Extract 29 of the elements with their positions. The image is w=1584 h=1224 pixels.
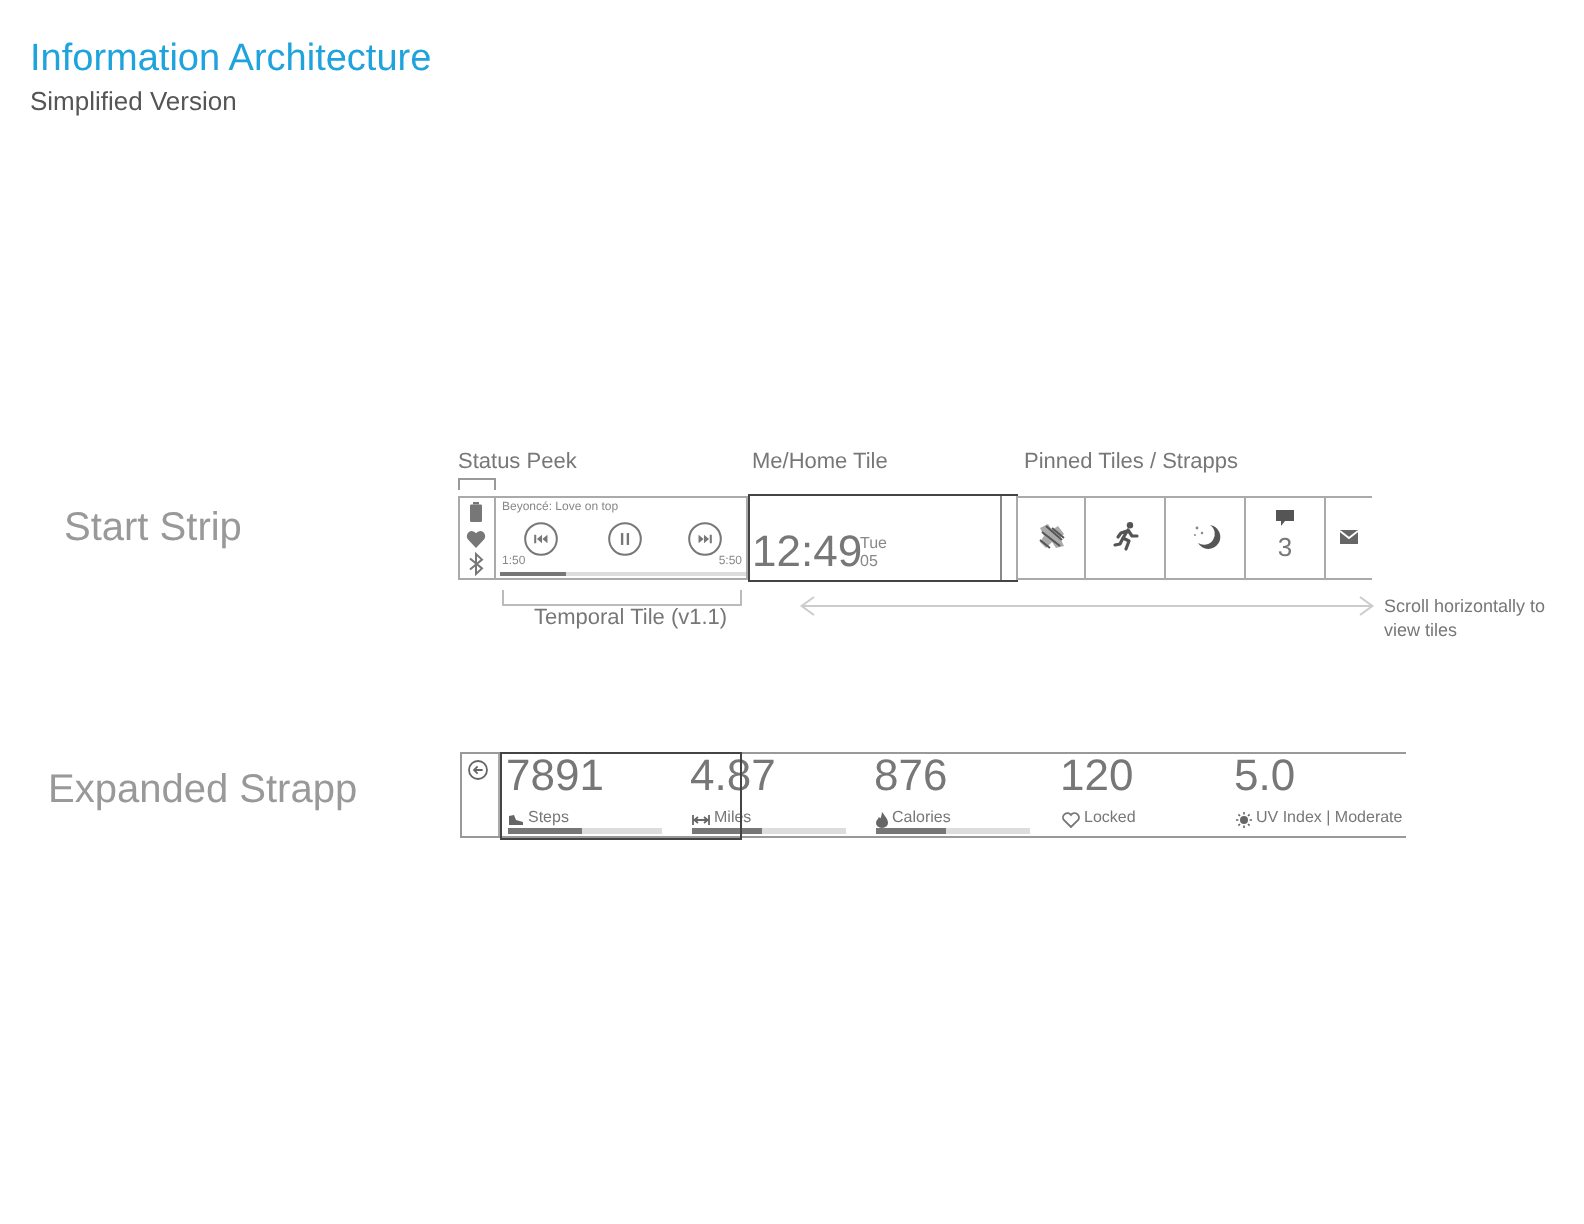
note-text: Scroll horizontally to view tiles xyxy=(1384,594,1548,642)
stat-value: 5.0 xyxy=(1234,750,1296,801)
title: Information Architecture xyxy=(30,38,432,82)
section-label: Temporal Tile (v1.1) xyxy=(534,606,728,632)
stat-label: Calories xyxy=(892,808,951,827)
clock-time: 12:49 xyxy=(752,526,863,577)
stat-label: Steps xyxy=(528,808,569,827)
expanded-panel xyxy=(460,752,1406,838)
stat-value: 7891 xyxy=(506,750,604,801)
count-number: 3 xyxy=(1275,534,1295,564)
date-text: Tue 05 xyxy=(860,534,888,570)
row-heading: Start Strip xyxy=(64,506,242,552)
section-label: Me/Home Tile xyxy=(752,450,888,476)
stat-label: UV Index | Moderate xyxy=(1256,808,1403,827)
app-tile xyxy=(1324,496,1372,580)
row-heading: Expanded Strapp xyxy=(48,768,358,814)
app-tile xyxy=(1244,496,1326,580)
home-tile xyxy=(748,494,1018,582)
app-tile xyxy=(1084,496,1166,580)
app-tile xyxy=(1016,496,1086,580)
stat-value: 120 xyxy=(1060,750,1134,801)
subtitle: Simplified Version xyxy=(30,88,237,118)
media-player-tile xyxy=(494,496,748,580)
status-tile xyxy=(458,496,496,580)
section-label: Pinned Tiles / Strapps xyxy=(1024,450,1239,476)
stat-label: Locked xyxy=(1084,808,1136,827)
section-label: Status Peek xyxy=(458,450,577,476)
stat-value: 876 xyxy=(874,750,948,801)
app-tile xyxy=(1164,496,1246,580)
